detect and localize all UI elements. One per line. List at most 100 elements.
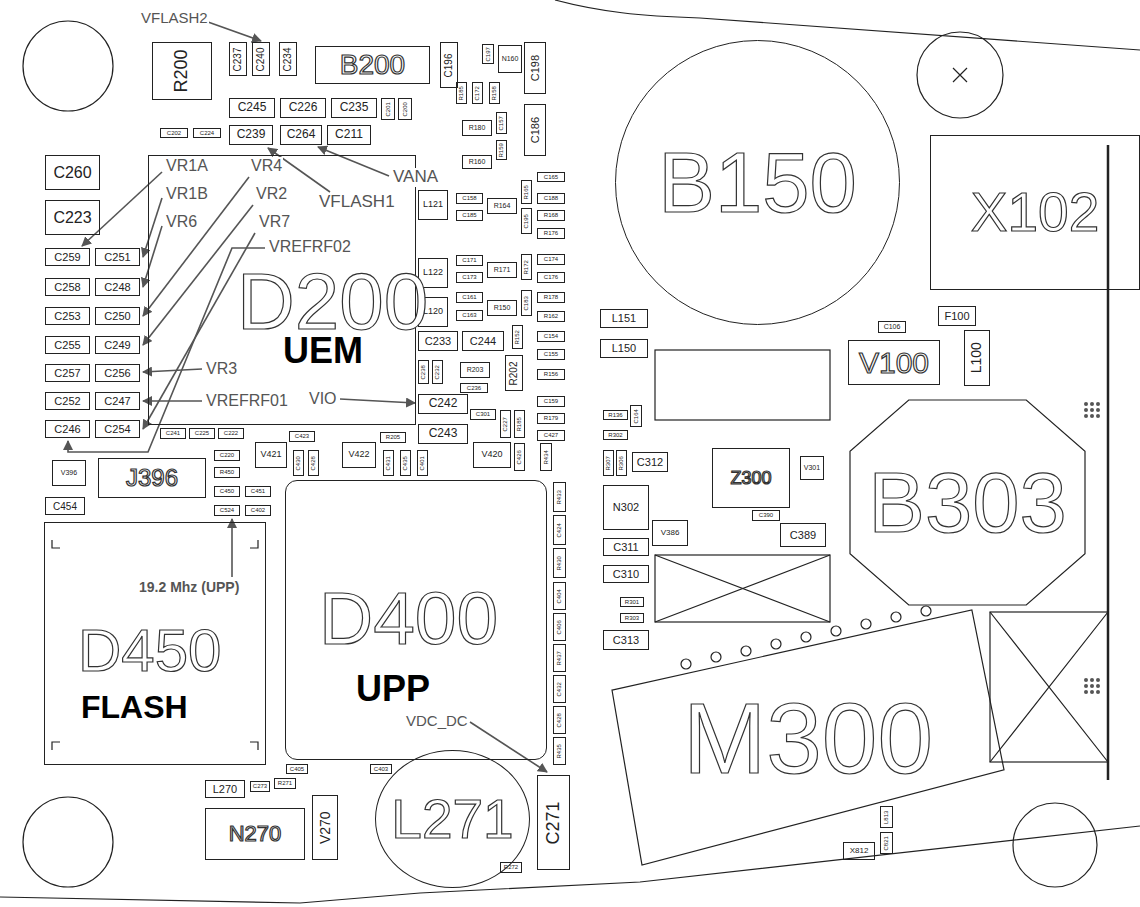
leader-line (143, 400, 202, 402)
part-reference: V301 (804, 464, 820, 472)
component-outline: C157 (496, 112, 507, 134)
part-reference: C257 (54, 367, 80, 379)
component-outline: C450 (214, 486, 240, 497)
part-reference: R156 (544, 371, 558, 378)
part-reference: C435 (402, 456, 409, 470)
component-outline: C106 (878, 321, 906, 333)
signal-label: VR3 (205, 360, 238, 378)
part-reference: C312 (637, 456, 663, 468)
component-outline: C236 (460, 383, 488, 393)
signal-label: VFLASH2 (140, 10, 209, 27)
component-outline: C258 (45, 278, 90, 296)
part-reference: R303 (625, 615, 639, 622)
part-reference: C240 (256, 47, 267, 71)
component-outline: N160 (498, 45, 522, 73)
part-reference: C158 (462, 195, 476, 202)
component-outline: C195 (521, 208, 532, 234)
signal-label: VFLASH1 (318, 193, 396, 212)
board-edge (555, 0, 1140, 50)
signal-label: VR1B (165, 185, 209, 203)
part-reference: C405 (290, 766, 304, 773)
part-reference: R185 (516, 417, 523, 431)
component-outline: X102 (930, 135, 1140, 290)
part-reference: C161 (462, 294, 476, 301)
component-outline: R152 (512, 325, 523, 349)
connector-pads (1084, 402, 1100, 694)
component-outline: C252 (45, 392, 90, 410)
component-outline: R158 (489, 82, 500, 104)
component-outline: C197 (482, 44, 494, 64)
part-reference: C252 (54, 395, 80, 407)
component-outline: R179 (537, 413, 565, 424)
component-outline: C389 (780, 523, 826, 547)
part-reference: C238 (420, 365, 427, 379)
part-reference: C310 (613, 568, 639, 580)
part-reference: R172 (523, 260, 530, 274)
part-reference: C313 (613, 634, 639, 646)
component-outline: Z300 (712, 448, 790, 508)
part-reference: C301 (476, 411, 490, 418)
part-reference: C258 (54, 281, 80, 293)
ic-package: D450FLASH (44, 522, 266, 765)
component-outline: C240 (252, 42, 270, 76)
part-reference: L271 (391, 792, 513, 847)
component-outline: C244 (462, 331, 504, 351)
part-reference: C172 (474, 86, 481, 100)
component-outline: C227 (500, 410, 511, 438)
component-outline: C301 (470, 409, 496, 420)
component-outline: R430 (553, 548, 566, 578)
component-outline: C198 (524, 42, 546, 94)
component-outline: C158 (456, 193, 483, 204)
component-outline: B200 (315, 46, 430, 84)
component-outline: R136 (603, 410, 628, 420)
component-outline: C159 (537, 396, 565, 407)
part-reference: N270 (229, 823, 282, 845)
component-outline: C234 (279, 42, 297, 76)
part-reference: C389 (790, 529, 816, 541)
component-outline: V420 (473, 442, 511, 468)
component-outline: R307 (603, 450, 614, 476)
component-outline: C222 (218, 428, 244, 439)
part-reference: C235 (340, 101, 369, 114)
component-outline: R171 (487, 262, 517, 278)
part-reference: R306 (618, 456, 625, 470)
component-outline: C238 (418, 360, 429, 384)
component-outline: C186 (524, 104, 546, 156)
part-reference: C220 (220, 452, 234, 459)
part-reference: C233 (425, 335, 451, 347)
part-reference: C188 (544, 195, 558, 202)
part-reference: C426 (516, 450, 523, 464)
part-reference: C159 (544, 398, 558, 405)
component-outline: C432 (553, 675, 566, 703)
component-outline: C164 (630, 405, 642, 427)
part-reference: R136 (608, 412, 622, 419)
part-reference: R160 (469, 158, 486, 166)
part-reference: L270 (213, 783, 237, 795)
component-outline: C201 (381, 98, 395, 120)
part-reference: R450 (220, 469, 234, 476)
board-edge (0, 826, 1140, 903)
component-outline: R434 (540, 443, 552, 471)
leader-line (340, 399, 415, 403)
signal-label: VREFRF02 (268, 238, 352, 256)
part-reference: C223 (53, 209, 91, 227)
component-outline: V100 (848, 340, 940, 385)
part-reference: C248 (104, 281, 130, 293)
part-reference: R179 (544, 415, 558, 422)
part-reference: C106 (884, 323, 901, 331)
component-outline: B303 (850, 400, 1085, 605)
component-outline: V421 (255, 442, 287, 468)
part-reference: R158 (491, 86, 498, 100)
component-outline: C404 (553, 582, 566, 610)
part-reference: C264 (287, 128, 316, 141)
part-reference: R430 (556, 556, 563, 570)
part-reference: C428 (310, 456, 317, 470)
component-outline: L121 (418, 190, 448, 220)
part-reference: C403 (374, 766, 388, 773)
leader-line (231, 519, 233, 577)
part-reference: X812 (850, 847, 869, 856)
component-outline: C174 (537, 254, 565, 265)
component-outline: C403 (370, 764, 392, 774)
